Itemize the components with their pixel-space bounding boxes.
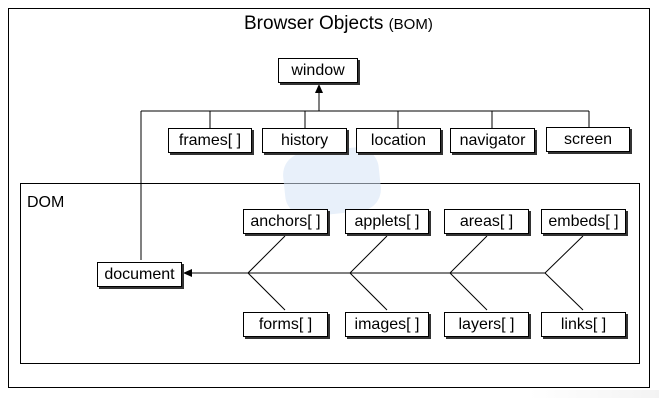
anchors-connector — [247, 235, 286, 274]
layers-connector — [449, 272, 488, 311]
images-connector — [349, 272, 388, 311]
forms-connector — [247, 272, 286, 311]
applets-box: applets[ ] — [345, 209, 429, 234]
forms-box: forms[ ] — [243, 312, 328, 337]
corner-watermark — [529, 390, 659, 398]
embeds-box: embeds[ ] — [541, 209, 626, 234]
frames-box: frames[ ] — [168, 128, 252, 153]
links-box: links[ ] — [541, 312, 626, 337]
areas-box: areas[ ] — [444, 209, 529, 234]
dom-label: DOM — [27, 194, 65, 211]
images-box: images[ ] — [345, 312, 429, 337]
location-box: location — [356, 128, 441, 153]
window-box: window — [278, 58, 358, 83]
title-text: Browser Objects — [244, 13, 384, 34]
embeds-connector — [544, 235, 584, 274]
layers-box: layers[ ] — [444, 312, 529, 337]
areas-connector — [449, 235, 488, 274]
diagram-title: Browser Objects (BOM) — [244, 13, 433, 35]
applets-connector — [349, 235, 388, 274]
anchors-box: anchors[ ] — [243, 209, 328, 234]
bom-frame — [8, 8, 650, 388]
title-suffix: (BOM) — [388, 16, 433, 33]
navigator-box: navigator — [450, 128, 535, 153]
screen-box: screen — [546, 127, 630, 152]
links-connector — [544, 272, 584, 311]
history-box: history — [262, 128, 347, 153]
document-box: document — [97, 262, 182, 287]
